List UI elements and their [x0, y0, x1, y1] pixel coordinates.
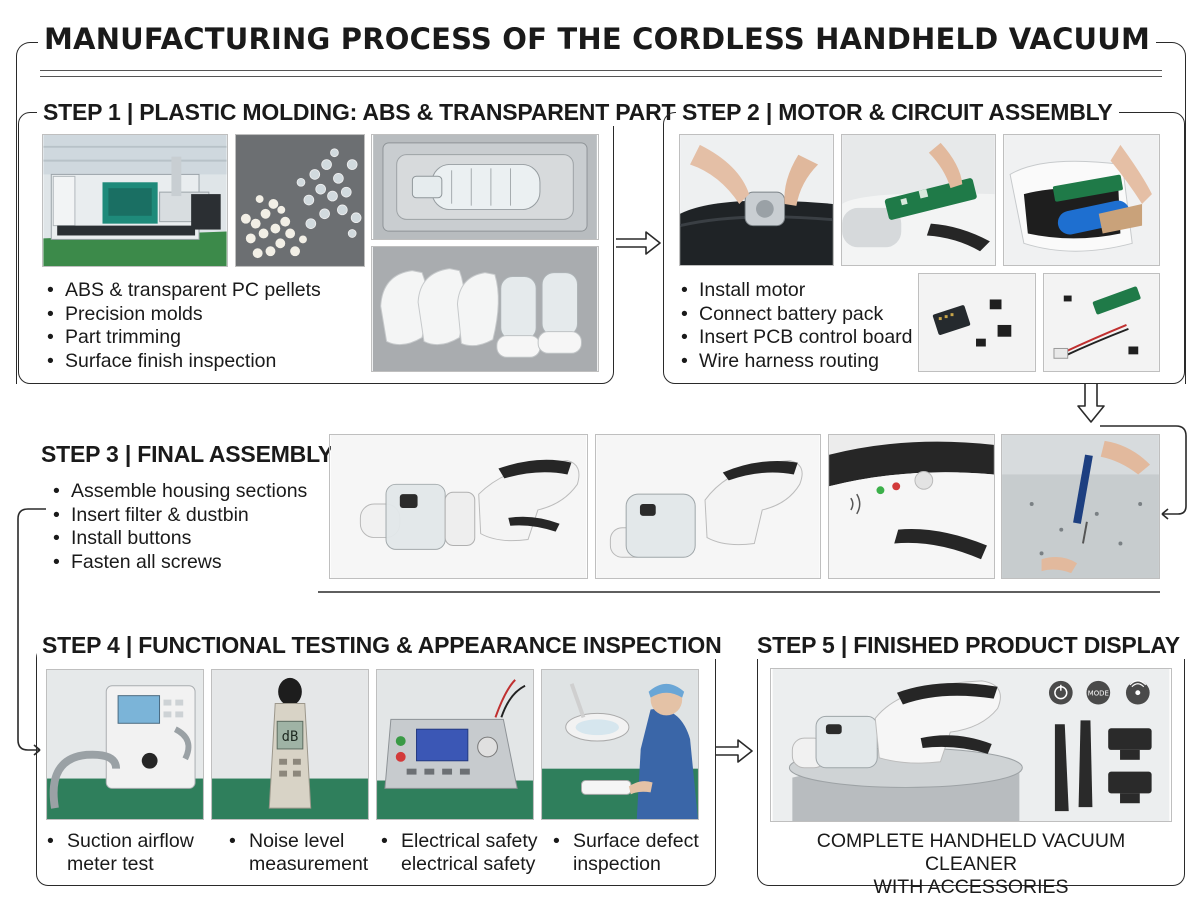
arrow-down-icon: [1076, 384, 1106, 424]
airflow-meter-image: [46, 669, 204, 820]
bullet-item: ABS & transparent PC pellets: [45, 279, 321, 303]
plastic-pellets-image: [235, 134, 365, 267]
bullet-item: Install buttons: [51, 527, 307, 551]
surface-inspection-image: [541, 669, 699, 820]
molded-parts-image: [371, 246, 599, 372]
arrow-right-icon: [716, 738, 754, 764]
step3-title: STEP 3 | FINAL ASSEMBLY: [37, 441, 337, 468]
step1-bullets: ABS & transparent PC pellets Precision m…: [45, 279, 321, 373]
sound-level-meter-image: dB: [211, 669, 369, 820]
step1-title: STEP 1 | PLASTIC MOLDING: ABS & TRANSPAR…: [37, 99, 697, 126]
test-caption-suction: • Suction airflow meter test: [47, 830, 194, 875]
arrow-right-icon: [616, 230, 662, 256]
test-caption-line: Electrical safety: [401, 830, 538, 852]
bullet-item: Connect battery pack: [679, 303, 913, 327]
step5-caption-line1: COMPLETE HANDHELD VACUUM CLEANER: [816, 830, 1126, 875]
title-rule-2: [40, 76, 1162, 77]
meter-display-text: dB: [282, 729, 299, 745]
step5-caption: COMPLETE HANDHELD VACUUM CLEANER WITH AC…: [770, 830, 1172, 899]
injection-molding-machine-image: [42, 134, 228, 267]
step2-title: STEP 2 | MOTOR & CIRCUIT ASSEMBLY: [676, 99, 1119, 126]
test-caption-line: meter test: [67, 853, 154, 875]
transparent-mold-image: [371, 134, 599, 240]
mode-button-text: MODE: [1088, 690, 1109, 698]
button-closeup-image: [828, 434, 995, 579]
dustbin-attach-image: [595, 434, 821, 579]
pcb-install-image: [841, 134, 996, 266]
electrical-safety-tester-image: [376, 669, 534, 820]
screw-fastening-image: [1001, 434, 1160, 579]
step2-bullets: Install motor Connect battery pack Inser…: [679, 279, 913, 373]
test-caption-electrical: • Electrical safety electrical safety: [381, 830, 538, 875]
step4-title: STEP 4 | FUNCTIONAL TESTING & APPEARANCE…: [37, 632, 728, 659]
bullet-item: Surface finish inspection: [45, 350, 321, 374]
bullet-item: Fasten all screws: [51, 551, 307, 575]
test-caption-line: Surface defect: [573, 830, 699, 852]
title-rule: [40, 70, 1162, 71]
test-caption-noise: • Noise level measurement: [229, 830, 369, 875]
pcb-components-image: [918, 273, 1036, 372]
bullet-item: Insert filter & dustbin: [51, 504, 307, 528]
step5-caption-line2: WITH ACCESSORIES: [873, 876, 1069, 898]
test-caption-line: electrical safety: [401, 853, 536, 875]
bullet-item: Wire harness routing: [679, 350, 913, 374]
bullet-item: Install motor: [679, 279, 913, 303]
test-caption-line: measurement: [249, 853, 369, 875]
bullet-item: Insert PCB control board: [679, 326, 913, 350]
test-caption-line: inspection: [573, 853, 661, 875]
page-title: MANUFACTURING PROCESS OF THE CORDLESS HA…: [38, 22, 1157, 56]
test-caption-line: Suction airflow: [67, 830, 194, 852]
test-caption-line: Noise level: [249, 830, 345, 852]
bullet-item: Assemble housing sections: [51, 480, 307, 504]
step3-bullets: Assemble housing sections Insert filter …: [51, 480, 307, 574]
bullet-item: Part trimming: [45, 326, 321, 350]
wire-harness-image: [1043, 273, 1160, 372]
bullet-item: Precision molds: [45, 303, 321, 327]
finished-product-image: MODE: [770, 668, 1172, 822]
housing-exploded-image: [329, 434, 588, 579]
motor-install-image: [679, 134, 834, 266]
battery-install-image: [1003, 134, 1160, 266]
test-caption-surface: • Surface defect inspection: [553, 830, 699, 875]
step5-title: STEP 5 | FINISHED PRODUCT DISPLAY: [751, 632, 1186, 659]
